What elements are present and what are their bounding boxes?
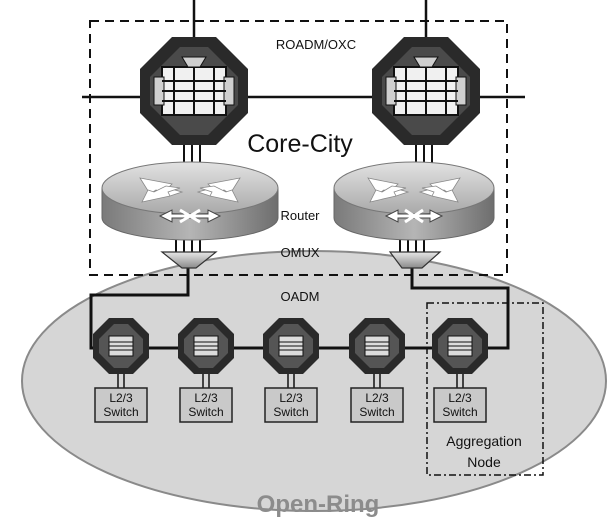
omux-label: OMUX: [281, 245, 320, 260]
aggregation-node-boundary: [426, 302, 544, 476]
router-left-icon: [101, 161, 279, 241]
switch-label-line1: L2/3: [194, 391, 218, 405]
oadm-icon: [349, 318, 405, 374]
oadm-icon: [432, 318, 488, 374]
router-label: Router: [280, 208, 320, 223]
switch-box-icon: L2/3 Switch: [433, 387, 487, 423]
oadm-icon: [178, 318, 234, 374]
switch-label-line2: Switch: [273, 405, 308, 419]
roadm-label: ROADM/OXC: [276, 37, 356, 52]
switch-label-line2: Switch: [188, 405, 223, 419]
core-city-boundary: [89, 20, 508, 276]
oadm-label: OADM: [281, 289, 320, 304]
open-ring-ellipse: [21, 250, 607, 512]
switch-label-line1: L2/3: [109, 391, 133, 405]
switch-box-icon: L2/3 Switch: [179, 387, 233, 423]
switch-boxes: L2/3 Switch L2/3 Switch L2/3 Switch L2/3…: [94, 387, 487, 423]
aggregation-label-line2: Node: [467, 454, 501, 470]
roadm-left-icon: [140, 37, 248, 145]
switch-box-icon: L2/3 Switch: [264, 387, 318, 423]
oadm-icon: [263, 318, 319, 374]
switch-label-line2: Switch: [442, 405, 477, 419]
router-right-icon: [333, 161, 495, 241]
core-city-label: Core-City: [247, 130, 353, 158]
switch-label-line1: L2/3: [279, 391, 303, 405]
omux-left-icon: [160, 251, 218, 269]
switch-label-line2: Switch: [103, 405, 138, 419]
aggregation-label-line1: Aggregation: [446, 433, 522, 449]
roadm-right-icon: [372, 37, 480, 145]
switch-box-icon: L2/3 Switch: [94, 387, 148, 423]
switch-box-icon: L2/3 Switch: [350, 387, 404, 423]
switch-label-line1: L2/3: [365, 391, 389, 405]
switch-label-line1: L2/3: [448, 391, 472, 405]
oadm-icon: [93, 318, 149, 374]
open-ring-label: Open-Ring: [257, 491, 380, 518]
oadm-devices: [93, 318, 488, 374]
omux-right-icon: [388, 251, 442, 269]
switch-label-line2: Switch: [359, 405, 394, 419]
